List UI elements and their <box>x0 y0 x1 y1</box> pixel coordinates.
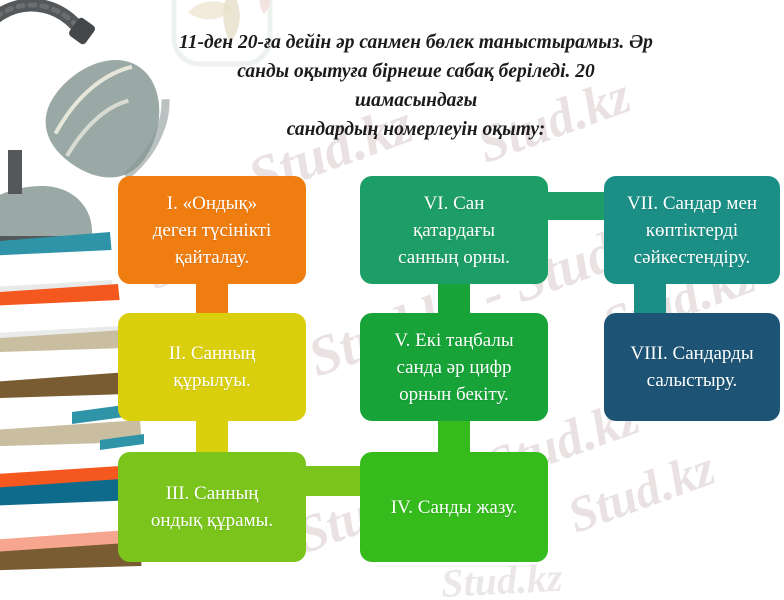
flow-step-7[interactable]: VII. Сандар мен көптіктерді сәйкестендір… <box>604 176 780 284</box>
flow-step-6-line-3: санның орны. <box>398 246 510 268</box>
flow-step-2[interactable]: II. Санның құрылуы. <box>118 313 306 421</box>
flow-step-3[interactable]: III. Санның ондық құрамы. <box>118 452 306 562</box>
flow-step-1[interactable]: I. «Ондық» деген түсінікті қайталау. <box>118 176 306 284</box>
lamp-arm <box>0 0 95 45</box>
lamp-shade <box>45 59 170 180</box>
flow-step-3-line-2: ондық құрамы. <box>150 510 274 531</box>
flow-step-5-line-1: V. Екі таңбалы <box>394 329 514 351</box>
flow-step-6[interactable]: VI. Сан қатардағы санның орны. <box>360 176 548 284</box>
flow-step-4[interactable]: IV. Санды жазу. <box>360 452 548 562</box>
flow-step-1-line-1: I. «Ондық» <box>166 192 258 214</box>
title-line-2: санды оқытуға бірнеше сабақ беріледі. 20… <box>237 61 595 111</box>
illustration-lamp-and-books <box>0 0 170 600</box>
title-line-3: сандардың номерлеуін оқыту: <box>286 119 546 140</box>
flow-step-7-line-2: көптіктерді <box>645 219 739 241</box>
title-line-1: 11-ден 20-ға дейін әр санмен бөлек таныс… <box>179 32 653 53</box>
flow-step-8-line-2: салыстыру. <box>646 370 738 391</box>
connector-step4-step5 <box>438 414 470 458</box>
flow-step-7-line-3: сәйкестендіру. <box>633 246 751 268</box>
flow-step-7-line-1: VII. Сандар мен <box>626 192 758 214</box>
flow-step-5[interactable]: V. Екі таңбалы санда әр цифр орнын бекіт… <box>360 313 548 421</box>
flow-step-1-line-2: деген түсінікті <box>152 219 272 241</box>
flow-step-6-line-1: VI. Сан <box>423 192 485 214</box>
flow-step-1-line-3: қайталау. <box>174 246 250 268</box>
flow-step-8-line-1: VIII. Сандарды <box>630 343 754 364</box>
book-stack <box>0 232 144 600</box>
watermark-text: Stud.kz <box>560 439 722 544</box>
slide-title: 11-ден 20-ға дейін әр санмен бөлек таныс… <box>176 28 656 144</box>
flow-step-4-line-1: IV. Санды жазу. <box>390 496 518 518</box>
flow-step-2-line-2: құрылуы. <box>173 370 251 391</box>
flow-step-2-line-1: II. Санның <box>168 343 256 364</box>
flow-step-5-line-2: санда әр цифр <box>396 356 512 378</box>
flow-step-3-line-1: III. Санның <box>165 483 259 504</box>
flow-step-6-line-2: қатардағы <box>412 219 496 241</box>
flow-step-8[interactable]: VIII. Сандарды салыстыру. <box>604 313 780 421</box>
connector-step2-step3 <box>196 414 228 458</box>
flow-step-5-line-3: орнын бекіту. <box>399 383 509 405</box>
